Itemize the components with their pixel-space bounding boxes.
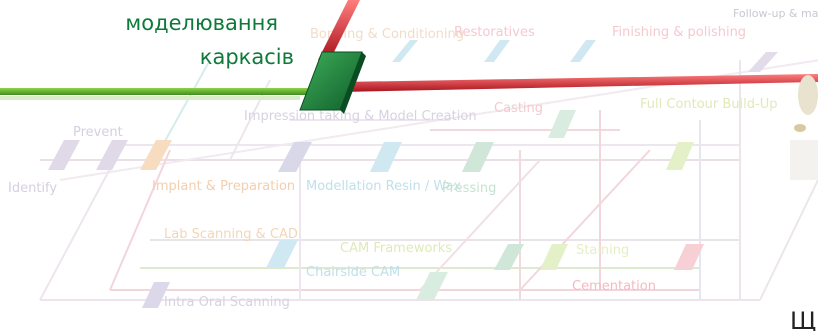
label-staining: Staining [576, 243, 629, 258]
marker-bonding [392, 40, 418, 62]
marker-intra-oral [142, 282, 170, 308]
title-line-2: каркасів [200, 45, 294, 69]
product-image [790, 75, 818, 180]
stage-labels: Bonding & Conditioning Restoratives Fini… [8, 7, 818, 310]
marker-staining [540, 244, 568, 270]
label-finishing: Finishing & polishing [612, 25, 746, 40]
label-followup: Follow-up & maintenance [733, 7, 818, 20]
marker-identify-2 [96, 140, 128, 170]
red-diagonal-line [318, 0, 360, 60]
marker-implant [140, 140, 172, 170]
label-implant: Implant & Preparation [152, 179, 295, 194]
highlighted-station [299, 51, 366, 114]
label-chairside: Chairside CAM [306, 265, 400, 280]
label-intra-oral: Intra Oral Scanning [164, 295, 290, 310]
marker-pressing [462, 142, 494, 172]
marker-modellation [370, 142, 402, 172]
label-identify: Identify [8, 181, 57, 196]
marker-prevent [48, 140, 80, 170]
label-pressing: Pressing [442, 181, 496, 196]
label-modellation: Modellation Resin / Wax [306, 179, 461, 194]
marker-cam-frameworks [494, 244, 524, 270]
label-full-contour: Full Contour Build-Up [640, 97, 778, 112]
track-grid [39, 59, 818, 301]
label-impression: Impression taking & Model Creation [244, 109, 477, 124]
marker-impression [278, 142, 312, 172]
marker-cementation [674, 244, 704, 270]
marker-chairside [416, 272, 448, 300]
label-prevent: Prevent [73, 125, 123, 140]
red-track-line [340, 74, 818, 92]
marker-finishing [570, 40, 596, 62]
marker-full-contour [666, 142, 694, 170]
marker-followup [748, 52, 778, 72]
marker-lab-scanning [266, 240, 298, 268]
label-casting: Casting [494, 101, 543, 116]
label-cam-frameworks: CAM Frameworks [340, 241, 452, 256]
marker-casting [548, 110, 576, 138]
bottom-letter: Щ [790, 307, 816, 331]
label-lab-scanning: Lab Scanning & CAD [164, 227, 298, 242]
label-restoratives: Restoratives [454, 25, 535, 40]
label-cementation: Cementation [572, 279, 656, 294]
marker-restoratives [484, 40, 510, 62]
title-line-1: моделювання [125, 11, 278, 35]
green-track-fade [0, 96, 300, 100]
green-track-line [0, 88, 330, 95]
label-bonding: Bonding & Conditioning [310, 27, 464, 42]
station-markers [48, 40, 778, 308]
